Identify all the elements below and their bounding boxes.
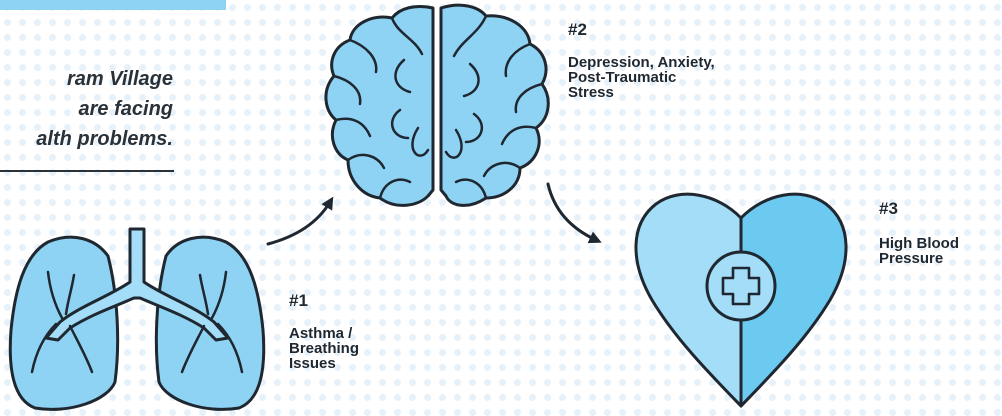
item-1-number: #1 <box>289 291 308 310</box>
trachea <box>44 227 230 342</box>
item-1-line-3: Issues <box>289 355 336 372</box>
item-2-line-2: Post-Traumatic <box>568 69 677 86</box>
item-1-line-2: Breathing <box>289 340 360 357</box>
arrow-brain-to-heart <box>546 182 602 244</box>
intro-text: ram Village are facing alth problems. <box>0 64 173 154</box>
lungs-icon <box>8 227 266 411</box>
plus-icon <box>721 266 761 306</box>
item-2-number: #2 <box>568 20 587 39</box>
intro-line-3: alth problems. <box>36 128 173 150</box>
brain-left-hemisphere <box>324 4 435 207</box>
item-1-description: Asthma / Breathing Issues <box>289 326 359 371</box>
item-1-line-1: Asthma / <box>289 325 353 342</box>
item-3-number: #3 <box>879 199 898 218</box>
heart-right-half <box>739 192 848 408</box>
item-3-line-1: High Blood <box>879 235 959 252</box>
item-2-line-1: Depression, Anxiety, <box>568 54 715 71</box>
arrow-lungs-to-brain <box>266 196 334 246</box>
heart-left-half <box>634 192 743 408</box>
intro-line-1: ram Village <box>67 68 173 90</box>
brain-right-hemisphere <box>439 3 550 207</box>
heart-icon <box>634 192 848 408</box>
item-3-line-2: Pressure <box>879 250 944 267</box>
brain-icon <box>324 3 550 207</box>
item-3-description: High Blood Pressure <box>879 236 959 266</box>
intro-underline <box>0 170 174 172</box>
top-accent-bar <box>0 0 226 10</box>
item-2-description: Depression, Anxiety, Post-Traumatic Stre… <box>568 55 715 100</box>
item-2-line-3: Stress <box>568 84 614 101</box>
intro-line-2: are facing <box>78 98 173 120</box>
